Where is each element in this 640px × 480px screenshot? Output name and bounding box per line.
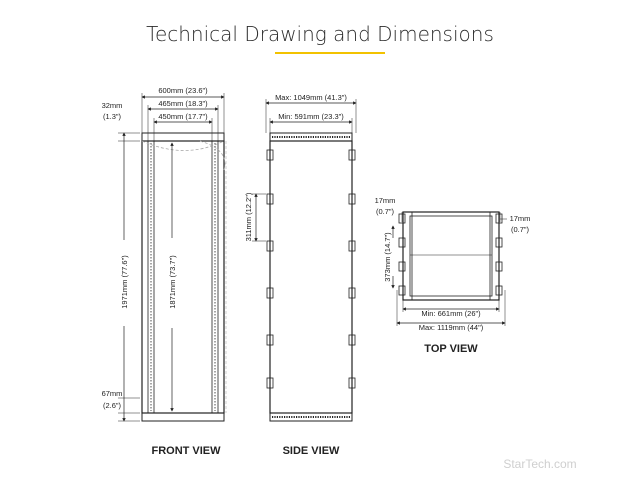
top-max-width: Max: 1119mm (44") (419, 323, 484, 332)
side-bracket-left (266, 193, 274, 205)
front-width-mid: 465mm (18.3") (158, 99, 208, 108)
top-bracket (495, 285, 503, 296)
side-bracket-left (266, 287, 274, 299)
side-bracket-right (348, 377, 356, 389)
side-bracket-right (348, 240, 356, 252)
side-bracket-right (348, 149, 356, 161)
side-bracket-right (348, 193, 356, 205)
side-bracket-left (266, 149, 274, 161)
side-bracket-right (348, 287, 356, 299)
side-frame (269, 140, 353, 414)
front-view-label: FRONT VIEW (151, 445, 221, 457)
top-bracket (398, 237, 406, 248)
front-view (118, 93, 227, 422)
side-view-label: SIDE VIEW (283, 445, 340, 457)
top-height: 373mm (14.7") (383, 232, 392, 282)
front-width-inner: 450mm (17.7") (158, 112, 208, 121)
front-top-offset-mm: 32mm (102, 101, 123, 110)
side-min-depth: Min: 591mm (23.3") (278, 112, 344, 121)
top-right-offset-in: (0.7") (511, 225, 530, 234)
watermark: StarTech.com (503, 457, 576, 471)
top-left-offset-in: (0.7") (376, 207, 395, 216)
page-title: Technical Drawing and Dimensions (146, 22, 494, 46)
top-bracket (398, 285, 406, 296)
top-bracket (495, 261, 503, 272)
top-bracket (398, 213, 406, 224)
side-bracket-left (266, 377, 274, 389)
side-rail-spacing: 311mm (12.2") (244, 192, 253, 241)
front-height-inner: 1871mm (73.7") (168, 255, 177, 309)
front-width-outer: 600mm (23.6") (158, 86, 208, 95)
side-bottom-bar (269, 412, 353, 422)
top-bracket (495, 213, 503, 224)
side-bracket-left (266, 334, 274, 346)
side-rail-brackets (266, 149, 356, 389)
front-left-rail (147, 140, 155, 414)
top-min-width: Min: 661mm (26") (421, 309, 481, 318)
front-bottom-cap (141, 412, 225, 422)
title-underline (275, 52, 385, 54)
side-view (252, 99, 357, 422)
front-right-rail (211, 140, 219, 414)
top-bracket (398, 261, 406, 272)
top-view-label: TOP VIEW (424, 343, 478, 355)
front-bottom-offset-in: (2.6") (103, 401, 122, 410)
top-bracket (495, 237, 503, 248)
front-height-total: 1971mm (77.6") (120, 255, 129, 309)
top-rail-brackets (398, 213, 503, 296)
top-frame (402, 211, 500, 301)
side-bracket-left (266, 240, 274, 252)
front-top-cap (141, 132, 225, 142)
front-top-offset-in: (1.3") (103, 112, 122, 121)
front-bottom-offset-mm: 67mm (102, 389, 123, 398)
top-left-offset-mm: 17mm (375, 196, 396, 205)
side-bracket-right (348, 334, 356, 346)
side-max-depth: Max: 1049mm (41.3") (275, 93, 347, 102)
top-right-offset-mm: 17mm (510, 214, 531, 223)
